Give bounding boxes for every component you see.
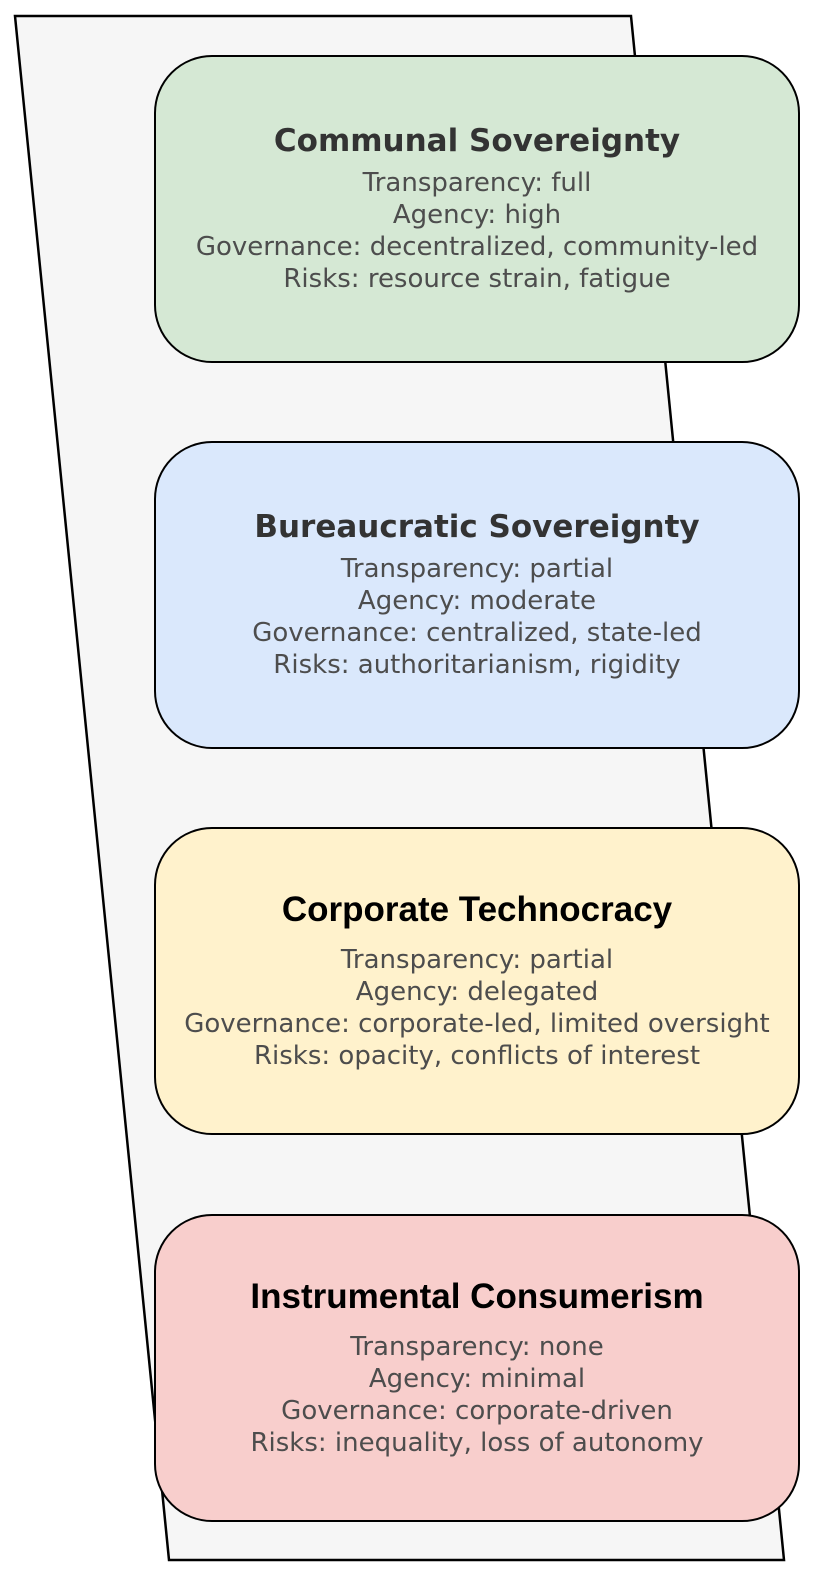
tier-governance: Governance: centralized, state-led bbox=[252, 618, 702, 648]
tier-agency: Agency: minimal bbox=[368, 1364, 586, 1394]
tier-transparency: Transparency: none bbox=[350, 1332, 604, 1362]
tier-card-communal-sovereignty: Communal Sovereignty Transparency: full … bbox=[154, 55, 800, 363]
tier-title: Bureaucratic Sovereignty bbox=[254, 509, 700, 545]
tier-transparency: Transparency: full bbox=[362, 168, 592, 198]
tier-risks: Risks: opacity, conflicts of interest bbox=[253, 1041, 701, 1071]
tier-governance: Governance: corporate-led, limited overs… bbox=[184, 1009, 770, 1039]
tier-card-corporate-technocracy: Corporate Technocracy Transparency: part… bbox=[154, 827, 800, 1135]
tier-risks: Risks: authoritarianism, rigidity bbox=[273, 650, 681, 680]
tier-agency: Agency: delegated bbox=[355, 977, 599, 1007]
tier-transparency: Transparency: partial bbox=[340, 945, 614, 975]
tier-governance: Governance: corporate-driven bbox=[281, 1396, 673, 1426]
tier-title: Corporate Technocracy bbox=[281, 890, 673, 929]
tier-agency: Agency: high bbox=[392, 200, 562, 230]
tier-card-instrumental-consumerism: Instrumental Consumerism Transparency: n… bbox=[154, 1214, 800, 1522]
tier-agency: Agency: moderate bbox=[357, 586, 597, 616]
tier-title: Communal Sovereignty bbox=[273, 123, 681, 159]
tier-risks: Risks: resource strain, fatigue bbox=[283, 264, 671, 294]
tier-transparency: Transparency: partial bbox=[340, 554, 614, 584]
tier-title: Instrumental Consumerism bbox=[250, 1277, 704, 1316]
tier-risks: Risks: inequality, loss of autonomy bbox=[250, 1428, 704, 1458]
slanted-background-band bbox=[13, 14, 786, 1562]
tier-card-bureaucratic-sovereignty: Bureaucratic Sovereignty Transparency: p… bbox=[154, 441, 800, 749]
tier-governance: Governance: decentralized, community-led bbox=[195, 232, 759, 262]
